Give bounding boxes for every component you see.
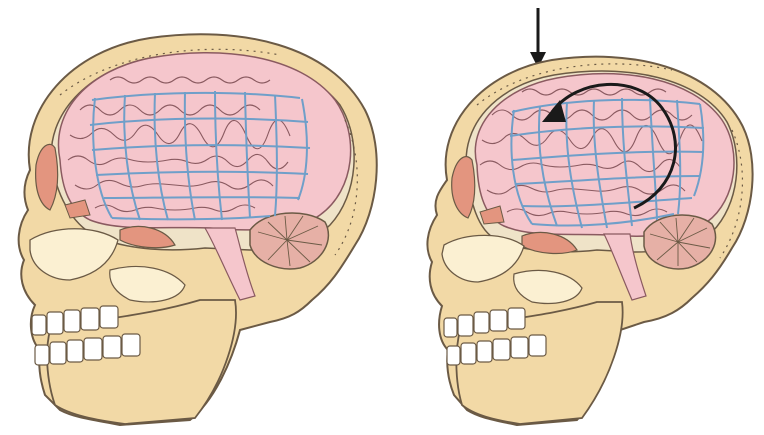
impact-arrow — [530, 8, 546, 68]
panel-normal-head — [0, 0, 382, 435]
skull-illustration-normal — [0, 0, 382, 435]
panel-impacted-head — [382, 0, 764, 435]
skull-illustration-impacted — [382, 0, 764, 435]
